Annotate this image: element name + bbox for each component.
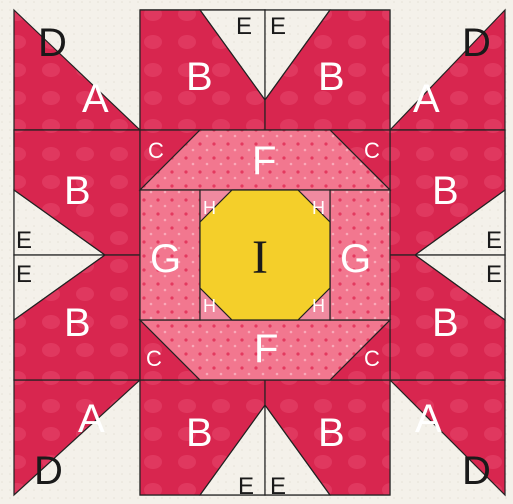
label-a-bottom-left: A	[78, 397, 105, 441]
label-c-top-left: C	[148, 138, 164, 163]
label-b-top-1: B	[186, 55, 213, 99]
label-d-top-right: D	[462, 21, 491, 65]
label-h-bottom-right: H	[312, 296, 325, 316]
label-h-top-left: H	[203, 198, 216, 218]
label-f-top: F	[252, 139, 276, 183]
label-b-left-1: B	[64, 169, 91, 213]
label-e-right-bottom: E	[486, 261, 502, 288]
label-a-top-right: A	[413, 77, 440, 121]
label-b-bottom-2: B	[318, 411, 345, 455]
label-h-top-right: H	[312, 198, 325, 218]
label-i-center: I	[252, 231, 268, 284]
label-e-top-right: E	[270, 13, 286, 40]
label-e-left-bottom: E	[16, 261, 32, 288]
label-b-top-2: B	[318, 55, 345, 99]
label-g-left: G	[150, 237, 181, 281]
label-e-right-top: E	[486, 227, 502, 254]
label-b-right-1: B	[432, 169, 459, 213]
label-b-left-2: B	[64, 301, 91, 345]
label-e-left-top: E	[16, 227, 32, 254]
label-c-bottom-left: C	[146, 346, 162, 371]
label-a-bottom-right: A	[415, 397, 442, 441]
label-e-bottom-left: E	[238, 473, 254, 500]
label-e-bottom-right: E	[270, 473, 286, 500]
label-h-bottom-left: H	[203, 296, 216, 316]
label-d-bottom-left: D	[34, 449, 63, 493]
label-g-right: G	[340, 237, 371, 281]
label-b-right-2: B	[432, 301, 459, 345]
label-e-top-left: E	[236, 13, 252, 40]
label-c-top-right: C	[364, 138, 380, 163]
label-b-bottom-1: B	[186, 411, 213, 455]
label-c-bottom-right: C	[364, 346, 380, 371]
label-d-bottom-right: D	[462, 449, 491, 493]
label-d-top-left: D	[38, 21, 67, 65]
label-f-bottom: F	[254, 327, 278, 371]
label-a-top-left: A	[82, 77, 109, 121]
